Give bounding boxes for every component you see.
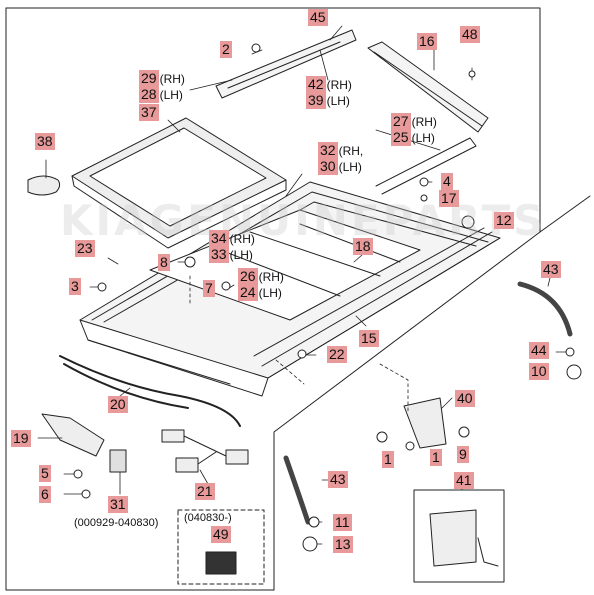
date-range-note-b: (040830-) [184, 512, 232, 524]
callout-48: 48 [460, 26, 480, 43]
callout-28: 28(LH) [139, 86, 183, 103]
drain-hose-upper [517, 281, 573, 337]
callout-37: 37 [139, 104, 159, 121]
callout-12: 12 [494, 212, 514, 229]
callout-41: 41 [454, 472, 474, 489]
date-range-note-a: (000929-040830) [74, 517, 159, 529]
callout-31: 31 [108, 496, 128, 513]
drive-cable [59, 355, 241, 427]
callout-18: 18 [353, 238, 373, 255]
callout-3: 3 [69, 278, 81, 295]
guide-rail-bracket [215, 29, 357, 99]
callout-38: 38 [35, 133, 55, 150]
callout-20: 20 [108, 396, 128, 413]
callout-25: 25(LH) [391, 129, 435, 146]
callout-10: 10 [529, 363, 549, 380]
callout-39: 39(LH) [306, 92, 350, 109]
callout-34: 34(RH) [209, 230, 255, 247]
frame-lines [5, 7, 591, 591]
callout-45: 45 [308, 9, 328, 26]
drain-hose-lower [283, 455, 311, 525]
manual-box [413, 489, 505, 583]
rear-bracket [403, 397, 447, 449]
fasteners [73, 43, 582, 552]
callout-49: 49 [211, 526, 231, 543]
wind-deflector [367, 41, 489, 133]
callout-6: 6 [39, 486, 51, 503]
callout-27: 27(RH) [391, 113, 437, 130]
knob [27, 175, 61, 196]
callout-16: 16 [417, 33, 437, 50]
motor-assembly [41, 413, 127, 473]
callout-24: 24(LH) [238, 284, 282, 301]
callout-44: 44 [529, 342, 549, 359]
hidden-lines [189, 275, 409, 413]
callout-43-upper: 43 [541, 261, 561, 278]
callout-40: 40 [455, 390, 475, 407]
callout-29: 29(RH) [139, 70, 185, 87]
callout-1-left: 1 [382, 451, 394, 468]
callout-32: 32(RH, [318, 142, 364, 159]
glass-panel [71, 117, 287, 249]
wire-harness [161, 429, 249, 473]
callout-15: 15 [359, 330, 379, 347]
callout-13: 13 [333, 536, 353, 553]
side-rail [375, 137, 477, 195]
callout-8: 8 [158, 254, 170, 271]
callout-33: 33(LH) [209, 246, 253, 263]
callout-1-right: 1 [430, 449, 442, 466]
callout-43-lower: 43 [328, 471, 348, 488]
callout-42: 42(RH) [306, 76, 352, 93]
callout-23: 23 [75, 240, 95, 257]
callout-5: 5 [39, 465, 51, 482]
sunroof-frame [79, 181, 501, 397]
watermark: KIAGENUINEPARTS [60, 196, 547, 245]
callout-7: 7 [203, 280, 215, 297]
callout-22: 22 [327, 346, 347, 363]
callout-26: 26(RH) [238, 268, 284, 285]
callout-11: 11 [333, 514, 352, 531]
kit-box [177, 509, 265, 585]
callout-4: 4 [441, 173, 453, 190]
callout-30: 30(LH) [318, 158, 362, 175]
callout-2: 2 [220, 41, 232, 58]
callout-9: 9 [457, 446, 469, 463]
callout-19: 19 [11, 430, 31, 447]
callout-17: 17 [439, 190, 459, 207]
callout-21: 21 [195, 483, 215, 500]
